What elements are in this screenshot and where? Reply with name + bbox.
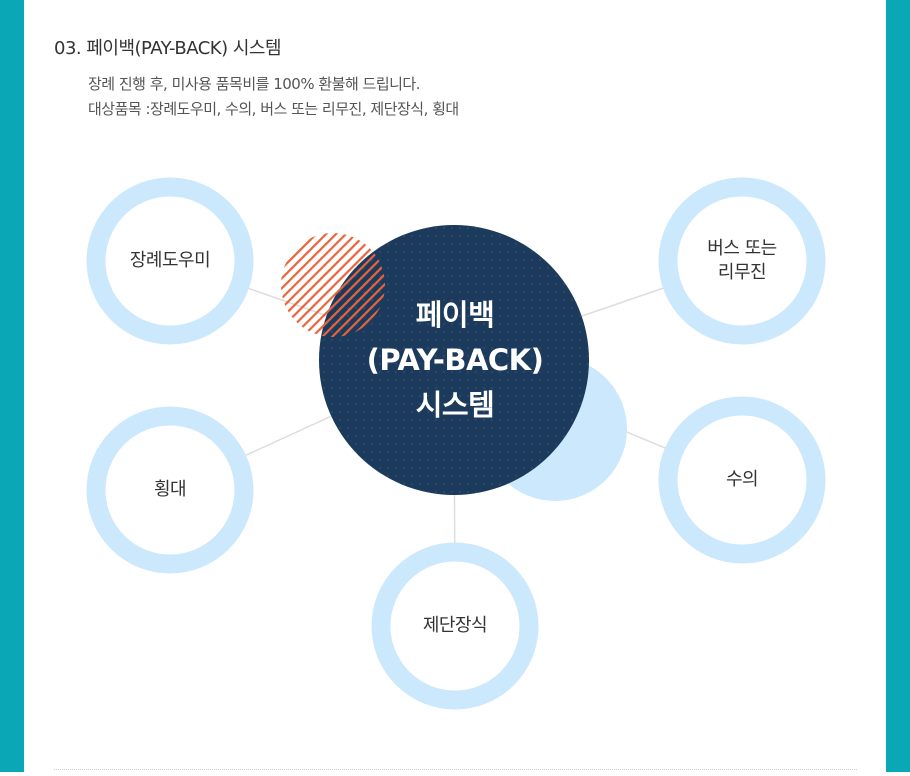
ring-altar xyxy=(371,542,539,710)
center-title: 페이백 (PAY-BACK) 시스템 xyxy=(360,290,550,430)
diagram-graphics xyxy=(86,177,826,710)
ring-funeral-helper xyxy=(86,177,254,345)
decor-striped-circle xyxy=(281,233,385,337)
node-altar-decoration: 제단장식 xyxy=(422,615,488,636)
content-panel: 03. 페이백(PAY-BACK) 시스템 장례 진행 후, 미사용 품목비를 … xyxy=(24,0,886,772)
ring-hoengdae xyxy=(86,406,254,574)
node-suui: 수의 xyxy=(725,469,759,490)
center-title-line1: 페이백 xyxy=(415,297,495,332)
ring-bus xyxy=(658,177,826,345)
node-bus-line1: 버스 또는 xyxy=(707,238,777,259)
bottom-divider xyxy=(54,769,857,770)
center-circle-dots xyxy=(319,225,589,495)
node-funeral-helper: 장례도우미 xyxy=(129,250,211,271)
description-line-refund: 장례 진행 후, 미사용 품목비를 100% 환불해 드립니다. xyxy=(88,75,420,93)
description-line-items: 대상품목 :장례도우미, 수의, 버스 또는 리무진, 제단장식, 횡대 xyxy=(88,100,459,118)
node-bus-line2: 리무진 xyxy=(717,262,767,283)
section-title: 03. 페이백(PAY-BACK) 시스템 xyxy=(54,38,282,59)
center-title-line2: (PAY-BACK) xyxy=(366,342,544,377)
node-hoengdae: 횡대 xyxy=(153,479,187,500)
ring-suui xyxy=(658,396,826,564)
center-title-line3: 시스템 xyxy=(415,387,495,422)
ring-nodes xyxy=(86,177,826,710)
node-bus-or-limousine: 버스 또는 리무진 xyxy=(682,231,802,291)
payback-diagram: 페이백 (PAY-BACK) 시스템 장례도우미 버스 또는 리무진 횡대 수의… xyxy=(24,0,886,772)
section-description: 장례 진행 후, 미사용 품목비를 100% 환불해 드립니다. 대상품목 :장… xyxy=(88,72,459,122)
